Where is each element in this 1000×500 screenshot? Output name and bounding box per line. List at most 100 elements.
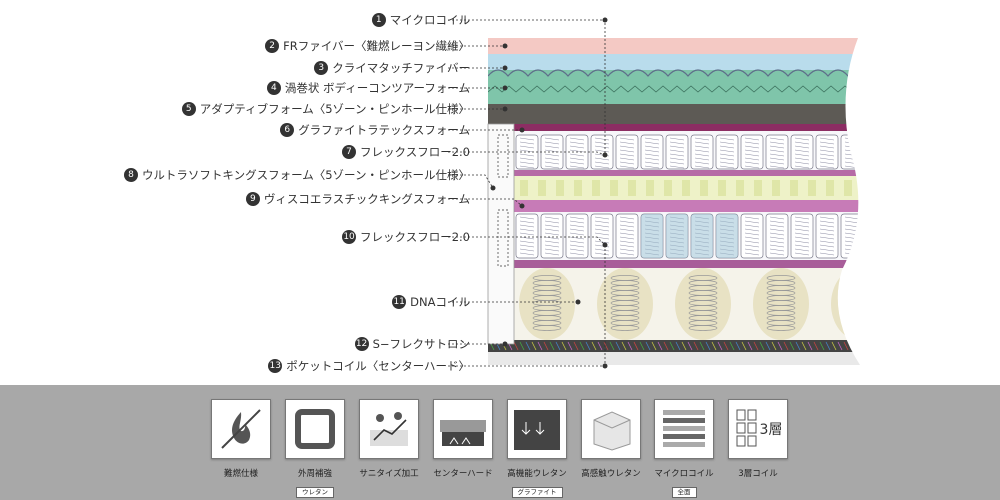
three-layer-coil-icon: 3層 (728, 399, 788, 459)
layer-base (488, 352, 860, 365)
layer-visco-foam (488, 200, 860, 212)
callout-label: 渦巻状 ボディーコンツアーフォーム (284, 81, 470, 95)
leader-line (448, 151, 606, 156)
foam-block-icon (581, 399, 641, 459)
micro-coil-row-lower (515, 213, 860, 259)
layer-flexflow-lower-band (488, 260, 860, 268)
leader-dot (602, 363, 608, 369)
flame-crossed-icon (211, 399, 271, 459)
feature-badge: 全面 (671, 487, 697, 498)
callout-number: 6 (280, 123, 295, 137)
callout-label: ポケットコイル〈センターハード〉 (286, 359, 470, 373)
feature-label: 外周補強 (297, 469, 332, 479)
graphite-foam-icon (507, 399, 567, 459)
center-hard-icon (433, 399, 493, 459)
leader-line (448, 198, 523, 207)
callout-number: 9 (245, 192, 260, 206)
callout-label: ヴィスコエラスチックキングスフォーム (263, 192, 470, 206)
feature-4: センターハード (432, 399, 494, 479)
feature-label: 難燃仕様 (223, 469, 258, 479)
leader-dot (602, 17, 608, 23)
bracket-upper (497, 134, 509, 178)
callout-label: DNAコイル (410, 295, 470, 309)
layer-climate-fiber (488, 54, 860, 70)
feature-bar: 難燃仕様外周補強ウレタンサニタイズ加工センターハード高機能ウレタングラファイト高… (0, 385, 1000, 500)
feature-2: 外周補強ウレタン (284, 399, 346, 498)
callout-label: グラファイトラテックスフォーム (298, 123, 470, 137)
leader-dot (502, 43, 508, 49)
callout-number: 7 (342, 145, 357, 159)
frame-reinforce-icon (285, 399, 345, 459)
callout-label: ウルトラソフトキングスフォーム〈5ゾーン・ピンホール仕様〉 (141, 168, 470, 182)
layer-flexflow-upper-band (488, 170, 860, 176)
callout-number: 1 (371, 13, 386, 27)
feature-badge: ウレタン (296, 487, 334, 498)
feature-label: 高機能ウレタン (507, 469, 567, 479)
callout-label: フレックスフロー2.0 (360, 230, 470, 244)
layer-fr-fiber (488, 38, 860, 54)
bracket-lower (497, 209, 509, 267)
leader-dot (575, 299, 581, 305)
micro-coil-row-upper (515, 134, 860, 170)
micro-coil-icon (654, 399, 714, 459)
feature-label: センターハード (433, 469, 493, 479)
feature-label: 高感触ウレタン (581, 469, 641, 479)
feature-badge: グラファイト (511, 487, 563, 498)
leader-dot (502, 85, 508, 91)
callout-label: アダプティブフォーム〈5ゾーン・ピンホール仕様〉 (199, 102, 470, 116)
feature-5: 高機能ウレタングラファイト (506, 399, 568, 498)
leader-lines (448, 17, 608, 369)
callout-number: 2 (265, 39, 280, 53)
pinhole-pattern (520, 180, 852, 196)
mattress-cross-section (448, 17, 860, 369)
leader-line (448, 174, 494, 189)
layer-adaptive-foam (488, 104, 860, 124)
sanitize-icon (359, 399, 419, 459)
callout-number: 10 (342, 230, 357, 244)
leader-dot (502, 106, 508, 112)
feature-6: 高感触ウレタン (580, 399, 642, 479)
layer-flexatron (488, 340, 860, 352)
callout-number: 4 (266, 81, 281, 95)
feature-label: マイクロコイル (654, 469, 714, 479)
leader-dot (519, 203, 525, 209)
callout-number: 13 (268, 359, 283, 373)
contour-wave-pattern (488, 69, 860, 93)
callout-label: S−フレクサトロン (372, 337, 470, 351)
feature-1: 難燃仕様 (210, 399, 272, 479)
feature-label: サニタイズ加工 (359, 469, 419, 479)
feature-label: 3層コイル (738, 469, 778, 479)
feature-7: マイクロコイル全面 (653, 399, 715, 498)
callout-number: 11 (392, 295, 407, 309)
leader-dot (519, 127, 525, 133)
feature-3: サニタイズ加工 (358, 399, 420, 479)
callout-label: FRファイバー〈難燃レーヨン繊維〉 (283, 39, 470, 53)
leader-dot (502, 65, 508, 71)
leader-dot (602, 152, 608, 158)
callout-number: 12 (354, 337, 369, 351)
layer-graphite-latex (488, 124, 860, 131)
callout-number: 5 (181, 102, 196, 116)
callout-number: 8 (123, 168, 138, 182)
three-layer-icon-text: 3層 (760, 422, 783, 438)
feature-8: 3層 3層コイル (727, 399, 789, 479)
callout-label: クライマタッチファイバー (332, 61, 470, 75)
callout-number: 3 (314, 61, 329, 75)
perimeter-frame (487, 123, 515, 345)
callout-label: マイクロコイル (389, 13, 470, 27)
